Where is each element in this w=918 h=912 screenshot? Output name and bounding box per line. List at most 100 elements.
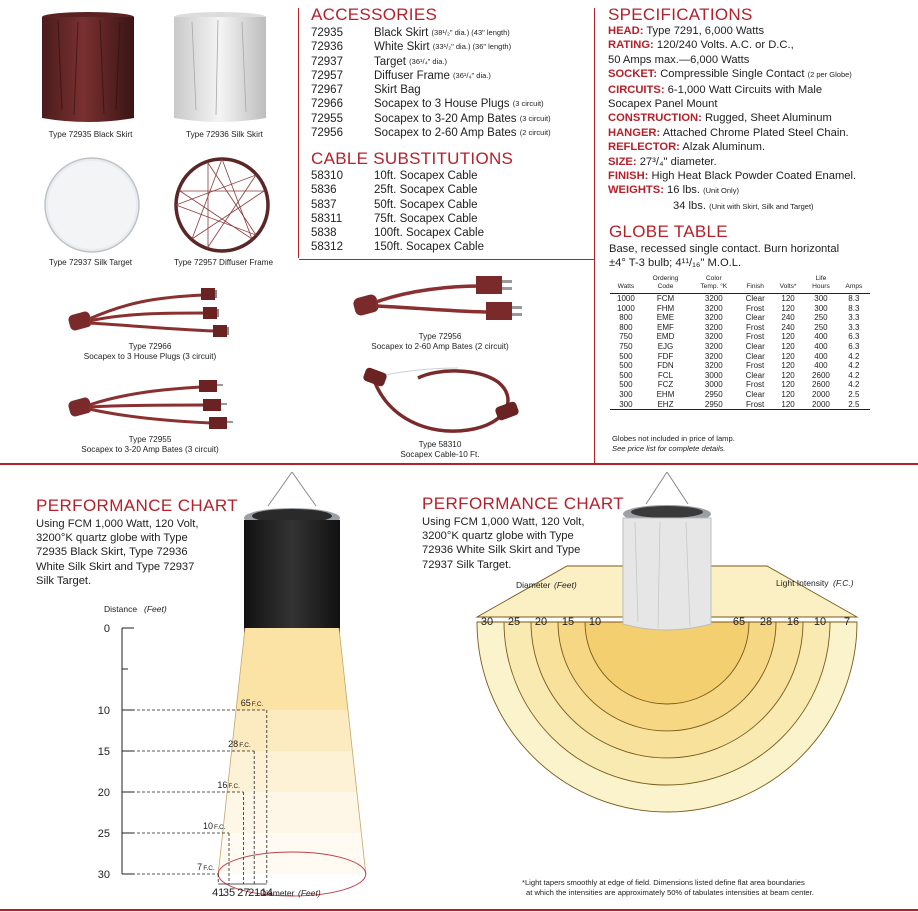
fc-value-label: 10 xyxy=(203,821,213,831)
spec-size: SIZE: 27³/₄" diameter. xyxy=(608,155,717,168)
globe-intro-line-2: ±4° T-3 bulb; 4¹¹/₁₆" M.O.L. xyxy=(609,257,742,269)
table-cell: EMD xyxy=(656,332,675,342)
intensity-ring xyxy=(584,621,750,705)
beam-band xyxy=(227,751,357,792)
footnote-line-1: *Light tapers smoothly at edge of field.… xyxy=(522,878,805,887)
diameter-axis-label: Diameter xyxy=(260,888,295,898)
diameter-label: 15 xyxy=(562,616,574,628)
table-cell: 400 xyxy=(814,341,828,351)
spec-weights-cont: 34 lbs. (Unit with Skirt, Silk and Targe… xyxy=(673,199,814,212)
table-cell: 4.2 xyxy=(848,370,860,380)
socapex-cable-caption-1: Type 58310 xyxy=(418,440,462,449)
beam-band xyxy=(236,628,348,710)
table-cell: 8.3 xyxy=(848,303,860,313)
table-cell: EHZ xyxy=(641,399,690,411)
table-cell: 750 xyxy=(619,332,633,342)
spec-head: HEAD: Type 7291, 6,000 Watts xyxy=(608,25,765,37)
table-cell: 2950 xyxy=(689,399,739,411)
cable-substitutions-title: CABLE SUBSTITUTIONS xyxy=(311,149,514,168)
table-cell: 4.2 xyxy=(848,351,860,361)
perf-right-desc-line: Using FCM 1,000 Watt, 120 Volt, xyxy=(422,516,585,528)
horizontal-divider-chart xyxy=(0,463,918,465)
table-cell: 120 xyxy=(781,341,795,351)
footnote-line-2: at which the intensities are approximate… xyxy=(526,888,814,897)
intensity-label: 16 xyxy=(787,616,799,628)
fc-value-label: 65 xyxy=(241,698,251,708)
fc-unit-label: F.C. xyxy=(203,865,215,872)
spec-rating-cont: 50 Amps max.—6,000 Watts xyxy=(608,53,750,66)
fc-unit-label: F.C. xyxy=(214,824,226,831)
table-cell: 4.2 xyxy=(848,361,860,371)
diameter-label: 30 xyxy=(481,616,493,628)
perf-left-desc-line: Silk Target. xyxy=(36,574,92,587)
col-volts: Volts* xyxy=(771,275,805,294)
specifications-title: SPECIFICATIONS xyxy=(608,5,753,24)
table-cell: 3200 xyxy=(704,294,723,303)
table-cell: 2600 xyxy=(812,380,830,390)
bates20-cable-image xyxy=(68,380,233,429)
table-cell: 300 xyxy=(814,303,828,313)
spec-weights: WEIGHTS: 16 lbs. (Unit Only) xyxy=(608,184,739,197)
table-cell: 500 xyxy=(619,380,633,390)
table-cell: 500 xyxy=(619,361,633,371)
table-cell: 250 xyxy=(814,313,828,323)
bates60-caption-2: Socapex to 2-60 Amp Bates (2 circuit) xyxy=(371,342,509,351)
table-cell: Clear xyxy=(745,341,765,351)
black-skirt-image xyxy=(42,12,134,122)
diameter-axis-unit: (Feet) xyxy=(298,888,321,898)
table-cell: 120 xyxy=(781,351,795,361)
table-cell: Clear xyxy=(745,313,765,323)
table-cell: 3000 xyxy=(704,370,723,380)
table-cell: 2000 xyxy=(812,389,830,399)
diameter-tick-label: 27 xyxy=(237,887,249,899)
beam-band xyxy=(231,710,353,751)
accessories-title: ACCESSORIES xyxy=(311,5,438,24)
vertical-divider-right xyxy=(594,8,595,463)
table-cell: EMF xyxy=(657,322,674,332)
diameter-label: 20 xyxy=(535,616,547,628)
spec-reflector: REFLECTOR: Alzak Aluminum. xyxy=(608,141,766,154)
table-cell: 6.3 xyxy=(848,332,860,342)
table-cell: 2950 xyxy=(704,389,723,399)
distance-axis-label: Distance xyxy=(104,604,137,614)
table-cell: FCM xyxy=(656,294,675,303)
distance-axis-unit: (Feet) xyxy=(144,604,167,614)
table-cell: FCZ xyxy=(657,380,674,390)
perf-left-desc-line: White Silk Skirt and Type 72937 xyxy=(36,560,195,573)
fc-value-label: 28 xyxy=(228,739,238,749)
beam-band xyxy=(218,833,366,874)
diameter-tick-label: 41 xyxy=(212,887,224,899)
diameter-label: 25 xyxy=(508,616,520,628)
spec-circuits: CIRCUITS: 6-1,000 Watt Circuits with Mal… xyxy=(608,83,823,96)
table-cell: 1000 xyxy=(617,303,635,313)
table-cell: 120 xyxy=(781,389,795,399)
table-cell: 800 xyxy=(619,313,633,323)
fc-unit-label: F.C. xyxy=(239,742,251,749)
perf-right-desc: Using FCM 1,000 Watt, 120 Volt, 3200°K q… xyxy=(422,515,585,572)
intensity-label: 28 xyxy=(760,616,772,628)
globe-table-title: GLOBE TABLE xyxy=(609,222,728,241)
table-cell: 3200 xyxy=(704,351,723,361)
table-cell: 240 xyxy=(781,313,795,323)
intensity-axis-label: Light Intensity xyxy=(776,578,829,588)
bates20-caption-2: Socapex to 3-20 Amp Bates (3 circuit) xyxy=(81,445,219,454)
table-cell: 8.3 xyxy=(848,294,860,303)
diameter-tick-label: 21 xyxy=(248,887,260,899)
vertical-divider-left xyxy=(298,8,299,258)
fc-value-label: 7 xyxy=(197,862,202,872)
col-finish: Finish xyxy=(738,275,772,294)
